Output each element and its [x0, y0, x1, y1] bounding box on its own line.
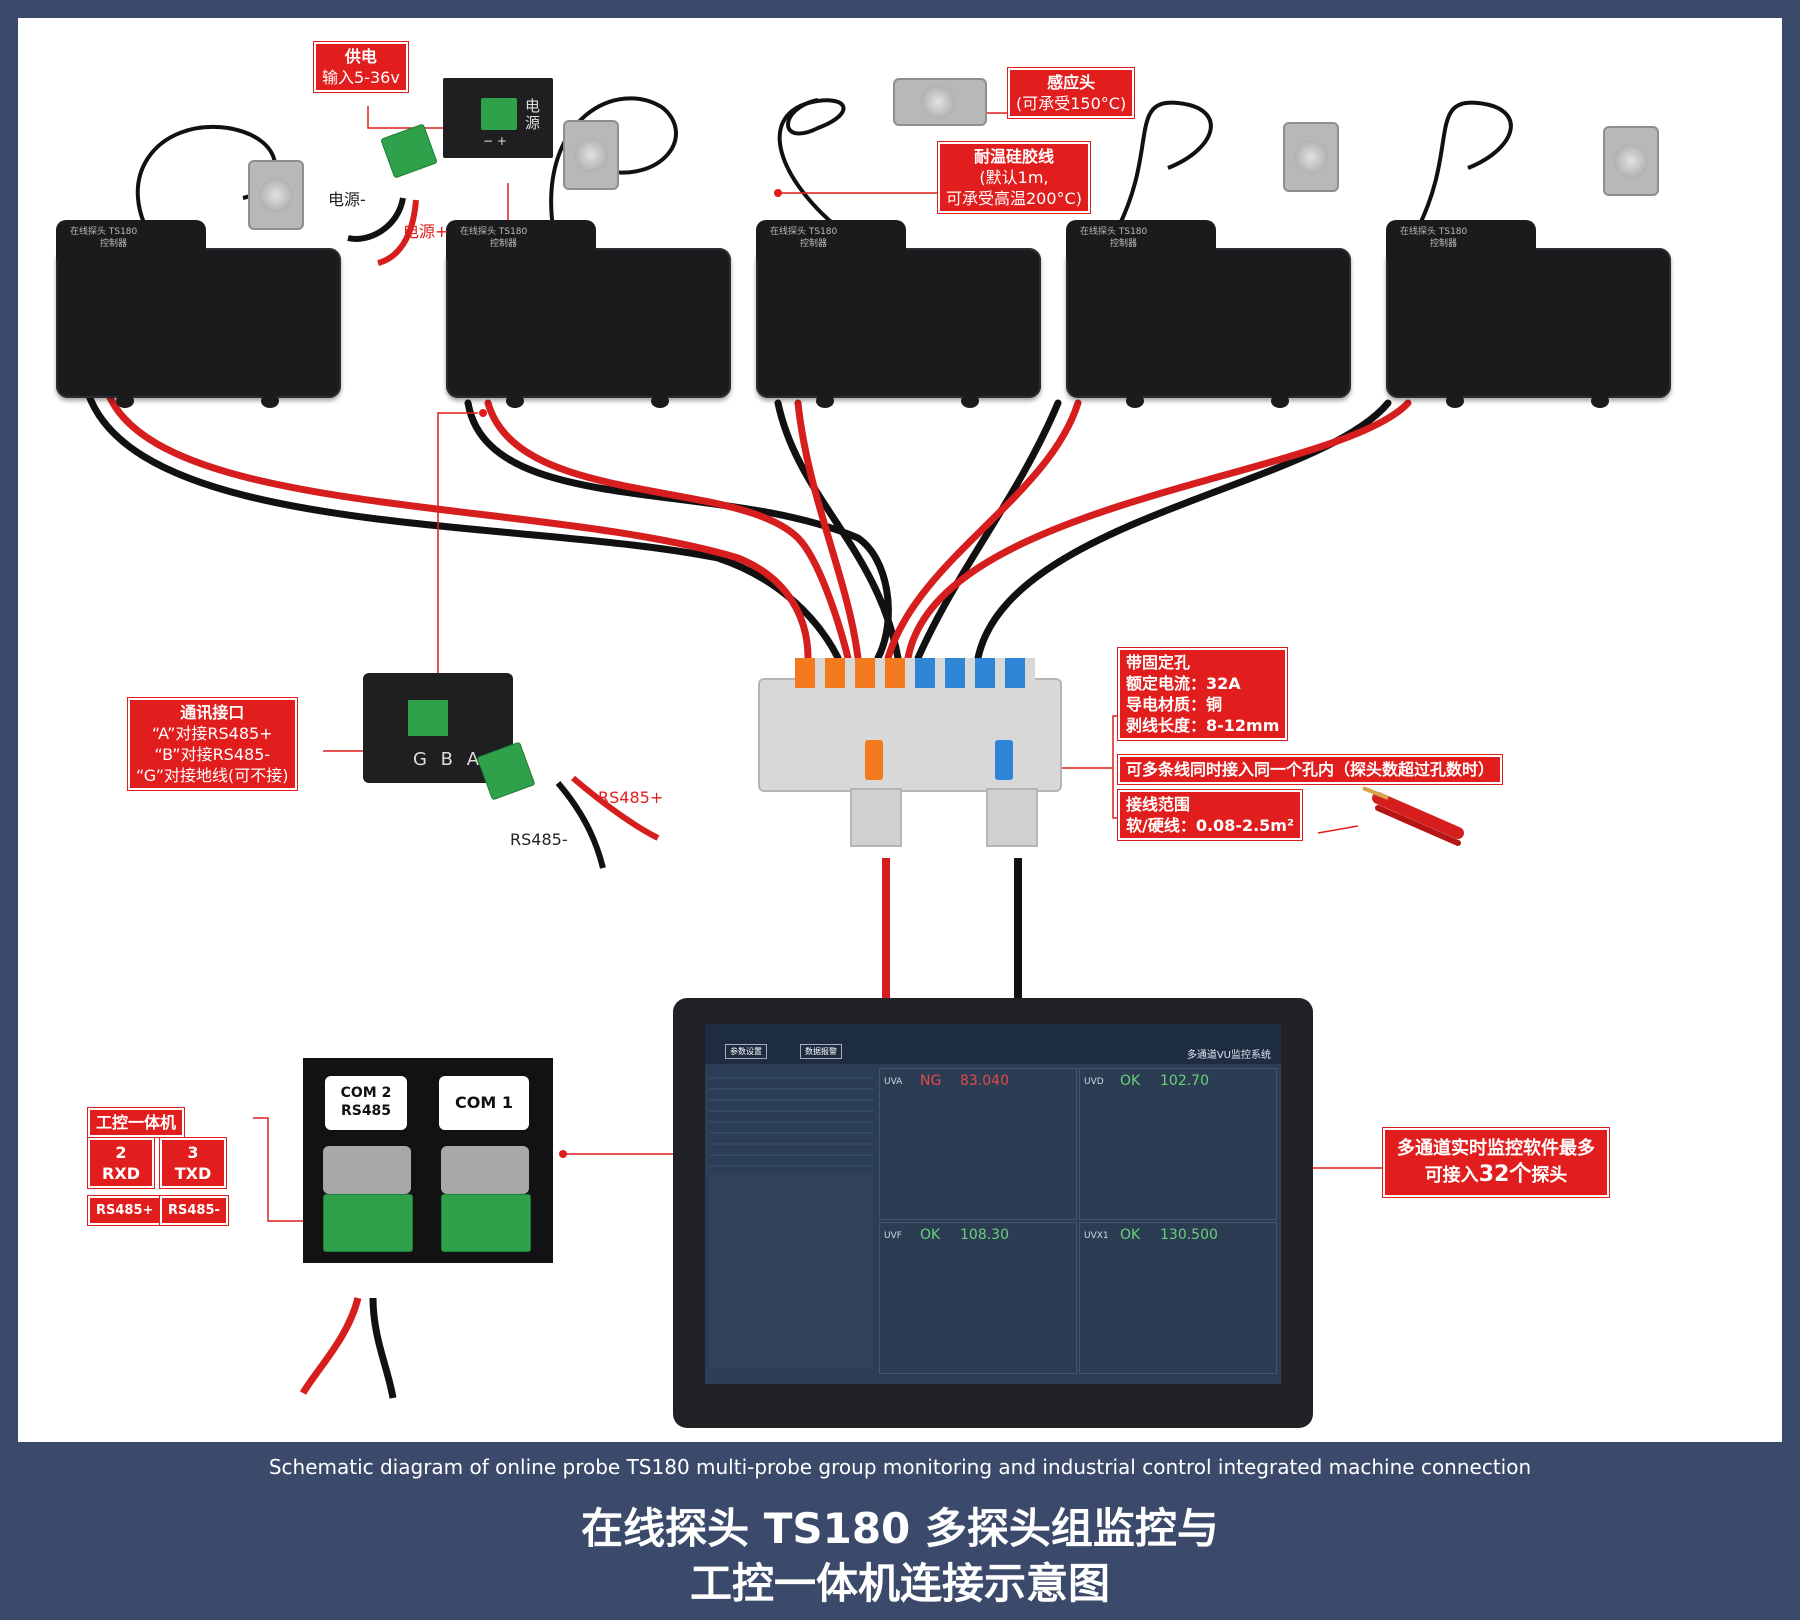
- probe-sensor-1: [248, 160, 304, 230]
- screen-data-table: [709, 1068, 874, 1168]
- stripped-wire-sample: [1362, 786, 1464, 846]
- probe-sensor-4: [1283, 122, 1339, 192]
- panel-uvf: UVF OK 108.30: [879, 1222, 1077, 1374]
- panel-uvx1: UVX1 OK 130.500: [1079, 1222, 1277, 1374]
- industrial-tablet: 多通道VU监控系统 参数设置 数据报警 UVA NG 83.040 UVD OK…: [673, 998, 1313, 1428]
- probe-head-callout: 感应头(可承受150°C): [1008, 68, 1135, 118]
- psu-label: 电源: [525, 97, 541, 132]
- caption-english: Schematic diagram of online probe TS180 …: [268, 1455, 1532, 1479]
- power-module: 电源 − +: [443, 78, 553, 158]
- screen-btn-alarm[interactable]: 数据报警: [800, 1044, 842, 1059]
- com1-db9: [441, 1146, 529, 1194]
- psu-sign: − +: [483, 134, 507, 148]
- screen-btn-params[interactable]: 参数设置: [725, 1044, 767, 1059]
- panel-uva: UVA NG 83.040: [879, 1068, 1077, 1220]
- block-multi-callout: 可多条线同时接入同一个孔内（探头数超过孔数时）: [1118, 755, 1503, 784]
- cable-callout: 耐温硅胶线(默认1m,可承受高温200°C): [938, 142, 1090, 213]
- com1-label: COM 1: [439, 1076, 529, 1130]
- terminal-block: [758, 658, 1062, 847]
- sensor-loop-2: [549, 96, 678, 229]
- software-callout: 多通道实时监控软件最多 可接入32个探头: [1383, 1128, 1609, 1197]
- screen-left-blank: [709, 1174, 874, 1369]
- panel-uvd: UVD OK 102.70: [1079, 1068, 1277, 1220]
- caption-chinese-line1: 在线探头 TS180 多探头组监控与: [581, 1504, 1219, 1553]
- power-minus-label: 电源-: [328, 190, 366, 209]
- tablet-screen: 多通道VU监控系统 参数设置 数据报警 UVA NG 83.040 UVD OK…: [705, 1024, 1281, 1384]
- wiring-layer: [84, 96, 1513, 1399]
- power-plus-label: 电源+: [403, 222, 449, 241]
- comm-callout: 通讯接口 “A”对接RS485+“B”对接RS485-“G”对接地线(可不接): [128, 698, 297, 790]
- sensor-loop-3: [777, 98, 846, 230]
- rs485-minus-label: RS485-: [510, 830, 568, 849]
- comm-port-label: G B A: [413, 749, 484, 770]
- com1-terminal: [441, 1194, 531, 1252]
- ipc-rs485p-callout: RS485+: [88, 1196, 162, 1225]
- probe-sensor-5: [1603, 126, 1659, 196]
- ipc-callout: 工控一体机: [88, 1108, 185, 1137]
- screen-app-title: 多通道VU监控系统: [1186, 1050, 1271, 1061]
- block-range-callout: 接线范围软/硬线：0.08-2.5m²: [1118, 790, 1302, 840]
- com2-terminal: [323, 1194, 413, 1252]
- probe-sensor-3: [893, 78, 987, 126]
- rs485-plus-label: RS485+: [598, 788, 664, 807]
- com2-db9: [323, 1146, 411, 1194]
- sensor-loop-5: [1416, 100, 1513, 229]
- ipc-rs485n-callout: RS485-: [160, 1196, 228, 1225]
- caption-chinese-line2: 工控一体机连接示意图: [689, 1559, 1110, 1608]
- power-callout: 供电输入5-36v: [314, 42, 408, 92]
- sensor-loop-4: [1116, 100, 1213, 229]
- probe-sensor-2: [563, 120, 619, 190]
